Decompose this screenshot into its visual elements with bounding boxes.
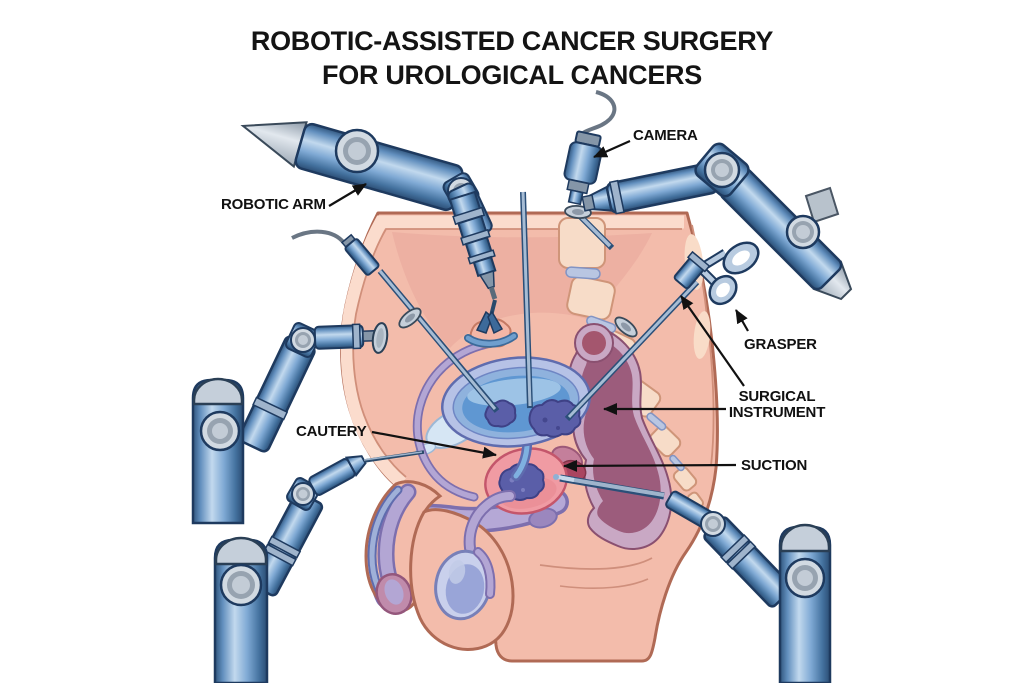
title-line-2: FOR UROLOGICAL CANCERS	[322, 60, 702, 90]
robotic-arm-bottom-right	[553, 474, 832, 683]
robotic-arm-top-left	[240, 121, 498, 300]
trocar-port-right	[614, 316, 638, 338]
robotic-arm-left-lower	[213, 450, 425, 683]
grasper-arrow	[735, 309, 749, 332]
label-surgical-instrument: SURGICAL INSTRUMENT	[728, 388, 826, 421]
camera-device	[563, 90, 617, 206]
surgical-instrument-arrow-diagonal	[680, 295, 745, 387]
title-line-1: ROBOTIC-ASSISTED CANCER SURGERY	[250, 26, 774, 56]
cautery-cable	[291, 229, 346, 245]
label-grasper: GRASPER	[744, 336, 817, 353]
instrument-shafts	[291, 191, 700, 422]
camera-arrow	[593, 139, 631, 159]
robotic-instrument-column	[448, 190, 498, 300]
page-title: ROBOTIC-ASSISTED CANCER SURGERY FOR UROL…	[0, 24, 1024, 92]
robotic-arm-left-upper	[191, 322, 389, 525]
buttock-crease	[539, 557, 653, 570]
suction-tip	[553, 474, 559, 480]
label-suction: SUCTION	[741, 457, 808, 474]
bladder-tumor-right	[528, 399, 582, 438]
suction-arrow	[563, 459, 737, 472]
buttock-crease-2	[559, 578, 649, 590]
cautery-tool	[286, 450, 425, 511]
cautery-arrow	[371, 430, 497, 459]
arm-mount-wedge	[804, 186, 840, 224]
label-cautery: CAUTERY	[296, 423, 367, 440]
robotic-arm-arrow	[328, 183, 367, 207]
grasper-tool	[673, 241, 760, 306]
label-camera: CAMERA	[633, 127, 698, 144]
leader-arrows	[328, 139, 749, 472]
vas-deferens-core	[414, 341, 490, 500]
label-robotic-arm: ROBOTIC ARM	[221, 196, 326, 213]
bladder	[441, 356, 591, 481]
robotic-arm-top-right	[581, 142, 853, 301]
scrotum-testis	[409, 490, 516, 651]
trocar-port-left	[398, 307, 422, 329]
